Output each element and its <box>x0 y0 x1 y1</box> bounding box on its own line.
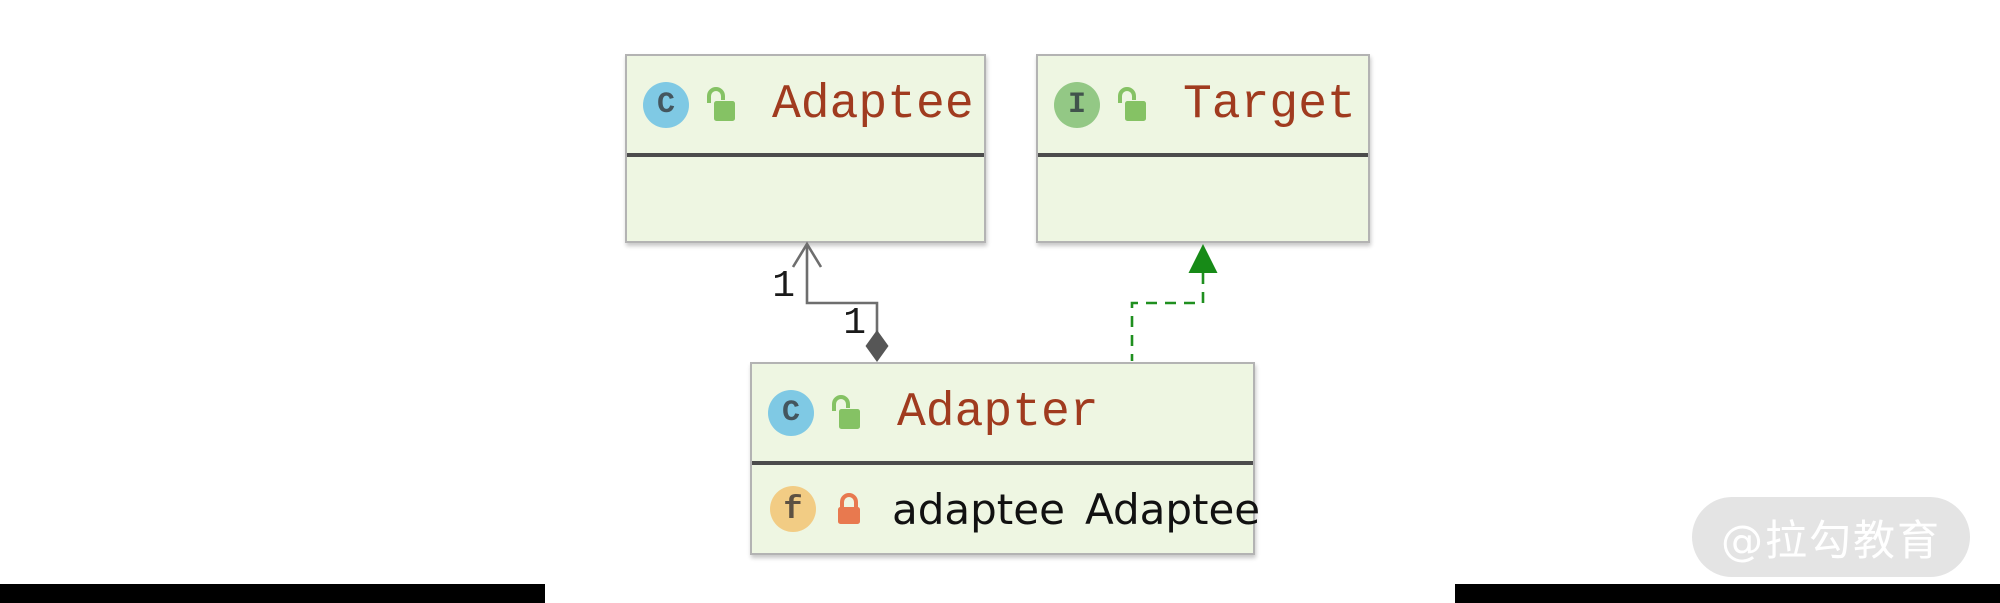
realization-dashed-line <box>1130 273 1205 361</box>
public-unlocked-icon <box>832 394 860 429</box>
public-unlocked-icon <box>1118 86 1146 121</box>
adaptee-header: C Adaptee <box>627 56 984 153</box>
class-node-adapter[interactable]: C Adapter f adaptee Adaptee <box>750 362 1260 555</box>
realization-arrow <box>1130 244 1218 361</box>
watermark-badge: @拉勾教育 <box>1692 497 1970 577</box>
interface-icon: I <box>1054 81 1100 128</box>
class-icon: C <box>768 389 814 436</box>
adapter-field-row[interactable]: f adaptee Adaptee <box>752 465 1260 553</box>
bottom-bar-right <box>1455 584 2000 603</box>
adaptee-separator <box>627 153 984 157</box>
bottom-bar-left <box>0 584 545 603</box>
target-header: I Target <box>1038 56 1368 153</box>
target-interface-name: Target <box>1183 77 1356 132</box>
target-separator <box>1038 153 1368 157</box>
multiplicity-label-adapter-end: 1 <box>843 302 866 345</box>
target-members-empty <box>1038 157 1368 241</box>
class-icon: C <box>643 81 689 128</box>
adaptee-members-empty <box>627 157 984 241</box>
adapter-separator <box>752 461 1253 465</box>
private-locked-icon <box>838 493 860 524</box>
public-unlocked-icon <box>707 86 735 121</box>
composition-diamond-icon <box>865 330 889 362</box>
class-node-adaptee[interactable]: C Adaptee <box>625 54 986 243</box>
interface-node-target[interactable]: I Target <box>1036 54 1370 243</box>
field-icon: f <box>770 486 816 532</box>
composition-arrow: 1 1 <box>772 241 889 362</box>
realization-triangle-icon <box>1188 244 1218 273</box>
adaptee-class-name: Adaptee <box>772 77 974 132</box>
field-type: Adaptee <box>1084 484 1261 534</box>
adapter-header: C Adapter <box>752 364 1253 461</box>
watermark-text: @拉勾教育 <box>1720 515 1941 565</box>
field-name: adaptee <box>892 484 1065 534</box>
multiplicity-label-adaptee-end: 1 <box>772 265 795 308</box>
composition-line <box>805 246 879 334</box>
open-arrowhead-icon <box>791 241 823 268</box>
adapter-class-name: Adapter <box>897 385 1099 440</box>
